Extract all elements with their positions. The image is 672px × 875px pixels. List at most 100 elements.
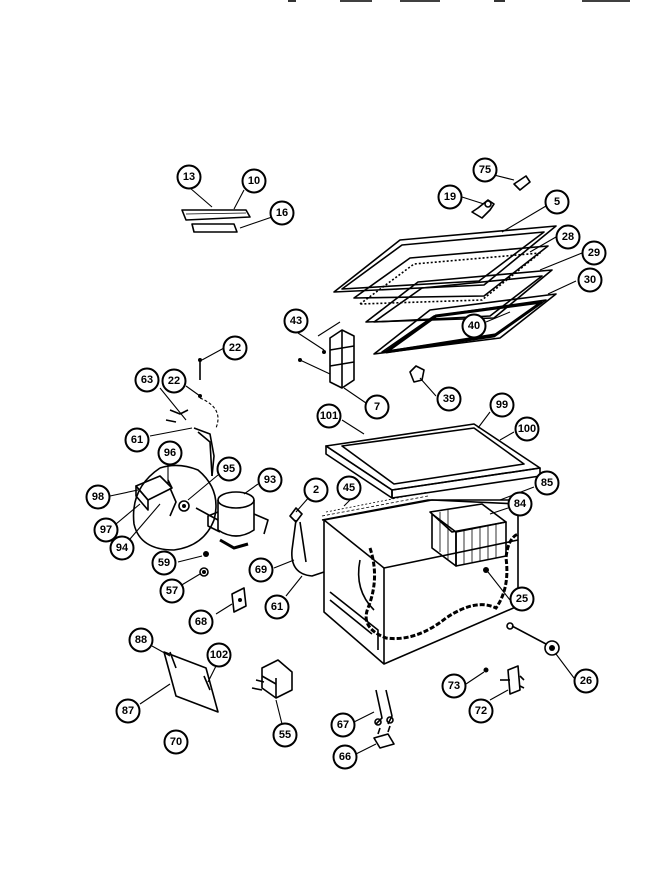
callout-22: 22 xyxy=(222,335,248,361)
callout-40: 40 xyxy=(461,313,487,339)
svg-text:7: 7 xyxy=(374,401,380,413)
callout-43: 43 xyxy=(283,308,309,334)
svg-text:87: 87 xyxy=(122,705,134,717)
callout-45: 45 xyxy=(336,475,362,501)
callout-87: 87 xyxy=(115,698,141,724)
svg-text:68: 68 xyxy=(195,616,207,628)
callout-75: 75 xyxy=(472,157,498,183)
callout-25: 25 xyxy=(509,586,535,612)
terminal-parts xyxy=(373,689,395,749)
svg-text:100: 100 xyxy=(518,423,536,435)
svg-text:39: 39 xyxy=(443,393,455,405)
svg-text:72: 72 xyxy=(475,705,487,717)
svg-text:75: 75 xyxy=(479,164,491,176)
callout-72: 72 xyxy=(468,698,494,724)
svg-text:30: 30 xyxy=(584,274,596,286)
callout-84: 84 xyxy=(507,491,533,517)
svg-text:70: 70 xyxy=(170,736,182,748)
svg-text:67: 67 xyxy=(337,719,349,731)
svg-text:98: 98 xyxy=(92,491,104,503)
callout-68: 68 xyxy=(188,609,214,635)
callout-73: 73 xyxy=(441,673,467,699)
svg-text:5: 5 xyxy=(554,196,560,208)
callout-5: 5 xyxy=(544,189,570,215)
callout-99: 99 xyxy=(489,392,515,418)
callout-69: 69 xyxy=(248,557,274,583)
svg-text:85: 85 xyxy=(541,477,553,489)
svg-text:29: 29 xyxy=(588,247,600,259)
svg-text:19: 19 xyxy=(444,191,456,203)
callout-66: 66 xyxy=(332,744,358,770)
svg-text:45: 45 xyxy=(343,482,355,494)
callout-55: 55 xyxy=(272,722,298,748)
callout-93: 93 xyxy=(257,467,283,493)
switch-parts xyxy=(483,665,525,695)
svg-text:55: 55 xyxy=(279,729,291,741)
access-panel xyxy=(163,651,219,713)
callout-61-lower: 61 xyxy=(264,594,290,620)
svg-text:59: 59 xyxy=(158,557,170,569)
cabinet xyxy=(321,491,560,665)
svg-text:95: 95 xyxy=(223,463,235,475)
callout-22-lower: 22 xyxy=(161,368,187,394)
svg-text:61: 61 xyxy=(131,434,143,446)
svg-text:61: 61 xyxy=(271,601,283,613)
callout-29: 29 xyxy=(581,240,607,266)
drier-tube xyxy=(289,507,325,577)
callout-70: 70 xyxy=(163,729,189,755)
callout-63: 63 xyxy=(134,367,160,393)
callout-98: 98 xyxy=(85,484,111,510)
svg-text:13: 13 xyxy=(183,171,195,183)
svg-text:22: 22 xyxy=(229,342,241,354)
svg-text:16: 16 xyxy=(276,207,288,219)
svg-text:93: 93 xyxy=(264,474,276,486)
svg-text:22: 22 xyxy=(168,375,180,387)
svg-text:96: 96 xyxy=(164,447,176,459)
callout-19: 19 xyxy=(437,184,463,210)
callout-26: 26 xyxy=(573,668,599,694)
callout-85: 85 xyxy=(534,470,560,496)
svg-text:73: 73 xyxy=(448,680,460,692)
callout-10: 10 xyxy=(241,168,267,194)
callout-97: 97 xyxy=(93,517,119,543)
callout-102: 102 xyxy=(206,642,232,668)
svg-text:28: 28 xyxy=(562,231,574,243)
callout-100: 100 xyxy=(514,416,540,442)
callout-57: 57 xyxy=(159,578,185,604)
svg-text:57: 57 xyxy=(166,585,178,597)
relay-overload xyxy=(132,464,217,551)
callout-2: 2 xyxy=(303,477,329,503)
callout-88: 88 xyxy=(128,627,154,653)
lid-assembly xyxy=(333,175,557,355)
callout-61: 61 xyxy=(124,427,150,453)
callout-7: 7 xyxy=(364,394,390,420)
svg-text:69: 69 xyxy=(255,564,267,576)
callout-16: 16 xyxy=(269,200,295,226)
svg-text:99: 99 xyxy=(496,399,508,411)
callout-94: 94 xyxy=(109,535,135,561)
svg-text:84: 84 xyxy=(514,498,527,510)
callout-28: 28 xyxy=(555,224,581,250)
callout-95: 95 xyxy=(216,456,242,482)
svg-text:2: 2 xyxy=(313,484,319,496)
svg-text:25: 25 xyxy=(516,593,528,605)
thermostat xyxy=(251,659,293,699)
svg-text:102: 102 xyxy=(210,649,228,661)
svg-text:40: 40 xyxy=(468,320,480,332)
callout-101: 101 xyxy=(316,403,342,429)
callout-30: 30 xyxy=(577,267,603,293)
svg-text:94: 94 xyxy=(116,542,129,554)
svg-text:88: 88 xyxy=(135,634,147,646)
callout-59: 59 xyxy=(151,550,177,576)
svg-text:10: 10 xyxy=(248,175,260,187)
svg-text:101: 101 xyxy=(320,410,338,422)
compressor xyxy=(195,491,269,550)
callout-13: 13 xyxy=(176,164,202,190)
svg-text:97: 97 xyxy=(100,524,112,536)
callout-96: 96 xyxy=(157,440,183,466)
callout-67: 67 xyxy=(330,712,356,738)
svg-text:66: 66 xyxy=(339,751,351,763)
hinge-bracket xyxy=(298,321,355,389)
svg-text:43: 43 xyxy=(290,315,302,327)
